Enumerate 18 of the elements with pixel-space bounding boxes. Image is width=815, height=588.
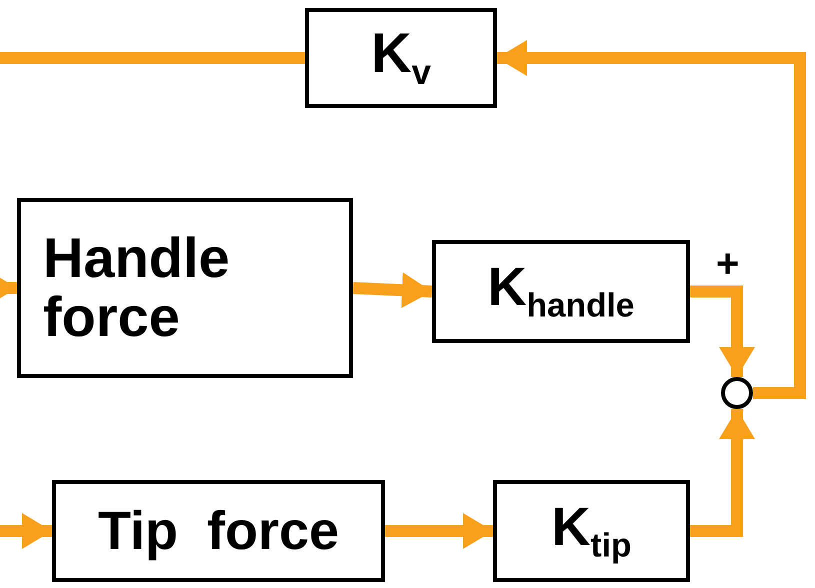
block-label: Tip force xyxy=(98,502,340,560)
arrow xyxy=(690,286,755,377)
arrow xyxy=(352,272,432,308)
block-box xyxy=(432,240,690,343)
block-label: K$_{handle}$ xyxy=(488,259,634,324)
block-label: K$_{v}$ xyxy=(371,24,431,92)
arrow xyxy=(497,40,806,399)
block-box xyxy=(52,480,385,582)
edge-label: + xyxy=(716,244,740,284)
block-box xyxy=(17,198,353,378)
arrow xyxy=(385,513,493,549)
block-label: K$_{tip}$ xyxy=(552,498,632,564)
arrow xyxy=(690,409,755,537)
block-box xyxy=(493,480,690,582)
block-box xyxy=(305,8,497,108)
block-label: Handle force xyxy=(43,229,231,347)
summing-junction xyxy=(721,377,753,409)
arrow xyxy=(0,513,52,549)
